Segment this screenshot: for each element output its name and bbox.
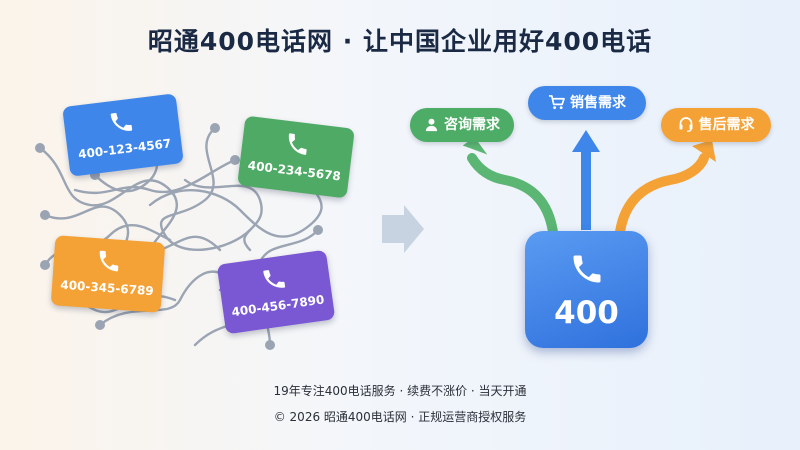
- headset-icon: [679, 117, 692, 132]
- route-arrow-consult: [467, 153, 558, 237]
- category-aftersales-label: 售后需求: [698, 117, 755, 133]
- phone-icon: [525, 251, 648, 291]
- phone-card-2: 400-234-5678: [237, 115, 355, 199]
- transform-arrow-icon: [382, 205, 424, 253]
- category-sales: 销售需求: [528, 86, 646, 120]
- footer-tagline: 19年专注400电话服务 · 续费不涨价 · 当天开通: [273, 384, 527, 398]
- hub-400-tile: 400: [525, 231, 648, 348]
- phone-icon: [218, 259, 331, 300]
- page-title: 昭通400电话网 · 让中国企业用好400电话: [147, 27, 653, 56]
- phone-card-4: 400-456-7890: [216, 249, 336, 335]
- phone-icon: [241, 124, 353, 163]
- category-consult: 咨询需求: [410, 108, 514, 142]
- phone-icon: [53, 244, 165, 278]
- phone-number: 400-345-6789: [59, 277, 155, 299]
- cart-icon: [549, 94, 565, 109]
- route-arrow-aftersales: [615, 153, 709, 237]
- phone-card-1: 400-123-4567: [62, 93, 184, 177]
- phone-card-3: 400-345-6789: [50, 235, 166, 313]
- hub-label: 400: [554, 295, 619, 331]
- phone-icon: [63, 102, 179, 142]
- category-aftersales: 售后需求: [661, 108, 771, 142]
- footer-copyright: © 2026 昭通400电话网 · 正规运营商授权服务: [273, 410, 527, 424]
- user-icon: [425, 118, 438, 131]
- category-consult-label: 咨询需求: [444, 117, 500, 133]
- category-sales-label: 销售需求: [570, 95, 626, 111]
